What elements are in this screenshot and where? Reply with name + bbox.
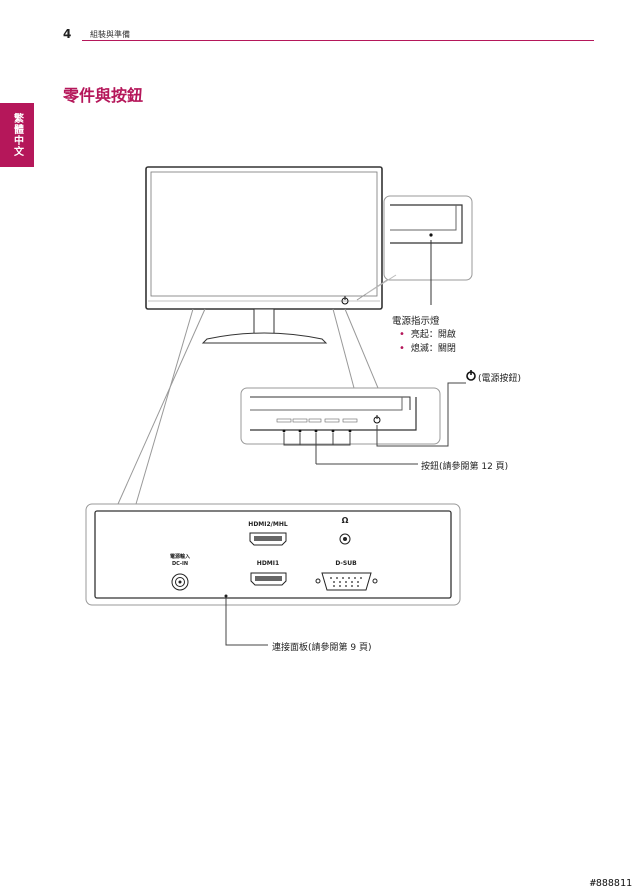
- power-indicator-item-label: 亮起：開啟: [410, 330, 456, 340]
- dc-in-label-line1: 電源輸入: [169, 554, 190, 560]
- language-side-tab-label: 繁體中文: [11, 113, 23, 157]
- hdmi1-label: HDMI1: [256, 560, 280, 567]
- section-title: 零件與按鈕: [63, 86, 144, 105]
- power-indicator-item: • 熄滅：關閉: [399, 341, 456, 354]
- power-indicator-inset: [356, 195, 473, 305]
- dc-in-port-icon: [171, 573, 189, 591]
- headphone-jack-icon: [339, 533, 351, 545]
- hdmi2-label: HDMI2/MHL: [248, 521, 288, 528]
- hdmi1-port-icon: [250, 572, 287, 586]
- bullet-icon: •: [399, 343, 405, 354]
- watermark: #888811: [589, 878, 632, 889]
- power-indicator-item-label: 熄滅：關閉: [410, 344, 456, 354]
- language-side-tab: 繁體中文: [0, 103, 34, 167]
- power-indicator-item: • 亮起：開啟: [399, 327, 456, 340]
- bullet-icon: •: [399, 329, 405, 340]
- dsub-label: D-SUB: [335, 560, 357, 567]
- hdmi2-port-icon: [249, 532, 287, 546]
- dsub-port-icon: [315, 572, 378, 591]
- connection-panel-drawing: [85, 503, 461, 646]
- header-rule: [82, 40, 594, 41]
- power-button-label: (電源按鈕): [478, 374, 522, 384]
- page-number: 4: [63, 27, 72, 41]
- monitor-front-drawing: [145, 166, 383, 344]
- buttons-label: 按鈕(請參閱第 12 頁): [421, 462, 509, 472]
- headphone-icon: Ω: [341, 516, 349, 525]
- connection-panel-label: 連接面板(請參閱第 9 頁): [272, 643, 372, 653]
- power-button-icon: [373, 415, 381, 424]
- power-symbol-icon: [341, 296, 349, 305]
- button-detail-panel: [240, 382, 466, 465]
- running-title: 組裝與準備: [90, 30, 130, 39]
- power-button-callout-icon: [466, 370, 476, 381]
- power-indicator-title: 電源指示燈: [392, 316, 440, 327]
- dc-in-label-line2: DC-IN: [171, 561, 189, 567]
